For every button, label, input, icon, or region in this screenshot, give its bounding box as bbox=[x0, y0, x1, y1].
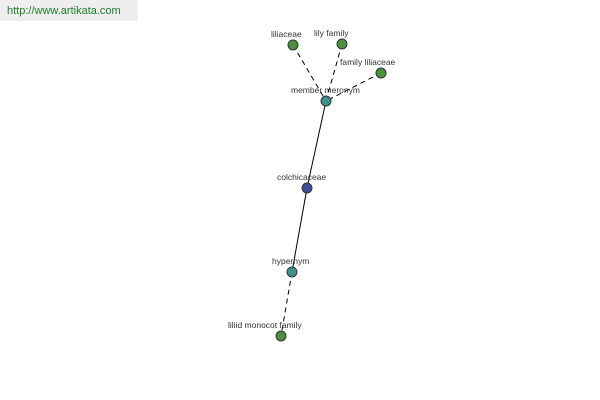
node-liliid-monocot-family[interactable]: liliid monocot family bbox=[228, 320, 302, 342]
edge-member-meronym-colchicaceae bbox=[306, 100, 327, 189]
watermark-url-link[interactable]: http://www.artikata.com bbox=[7, 5, 121, 17]
node-lily-family[interactable]: lily family bbox=[314, 28, 349, 50]
node-hypernym[interactable]: hypernym bbox=[272, 256, 309, 278]
node-label: liliid monocot family bbox=[228, 320, 302, 330]
node-label: hypernym bbox=[272, 256, 309, 266]
node-label: family liliaceae bbox=[340, 57, 396, 67]
edge-colchicaceae-hypernym bbox=[291, 187, 308, 273]
edge-hypernym-liliid bbox=[280, 271, 293, 337]
watermark-box: http://www.artikata.com bbox=[0, 0, 138, 21]
node-family-liliaceae[interactable]: family liliaceae bbox=[340, 57, 396, 79]
node-label: liliaceae bbox=[271, 29, 302, 39]
node-label: lily family bbox=[314, 28, 349, 38]
node-member-meronym[interactable]: member meronym bbox=[291, 85, 360, 107]
node-label: member meronym bbox=[291, 85, 360, 95]
node-colchicaceae[interactable]: colchicaceae bbox=[277, 172, 326, 194]
node-label: colchicaceae bbox=[277, 172, 326, 182]
edge-liliaceae bbox=[292, 44, 327, 102]
node-liliaceae[interactable]: liliaceae bbox=[271, 29, 302, 51]
edge-lily-family bbox=[325, 43, 343, 102]
edge-family-liliaceae bbox=[325, 72, 382, 102]
